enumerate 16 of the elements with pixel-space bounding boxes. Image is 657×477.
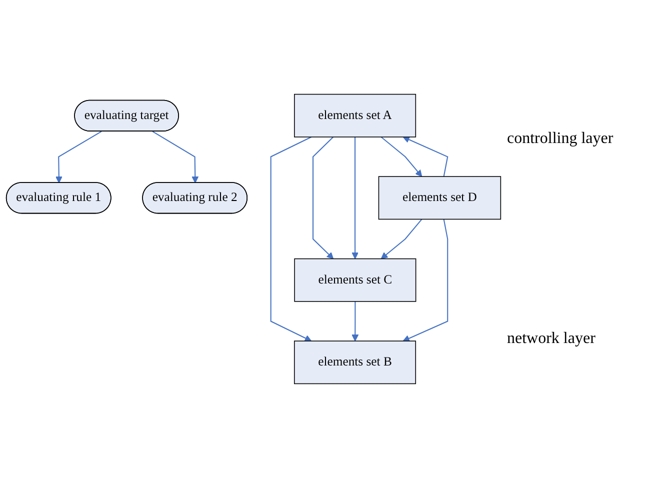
layer-label: network layer [507,330,596,348]
arrow [402,136,448,176]
arrow [380,136,422,176]
arrow [352,136,359,259]
node-box: elements set D [378,176,502,220]
arrow [380,218,422,259]
arrow [152,130,199,183]
node-box: elements set C [294,258,416,302]
arrow [402,218,448,342]
layer-label: controlling layer [507,130,614,148]
arrow [352,300,359,341]
arrow [55,130,102,183]
node-box: elements set B [294,340,416,384]
arrow [270,136,312,341]
node-box: elements set A [294,93,416,137]
arrow [312,136,334,259]
